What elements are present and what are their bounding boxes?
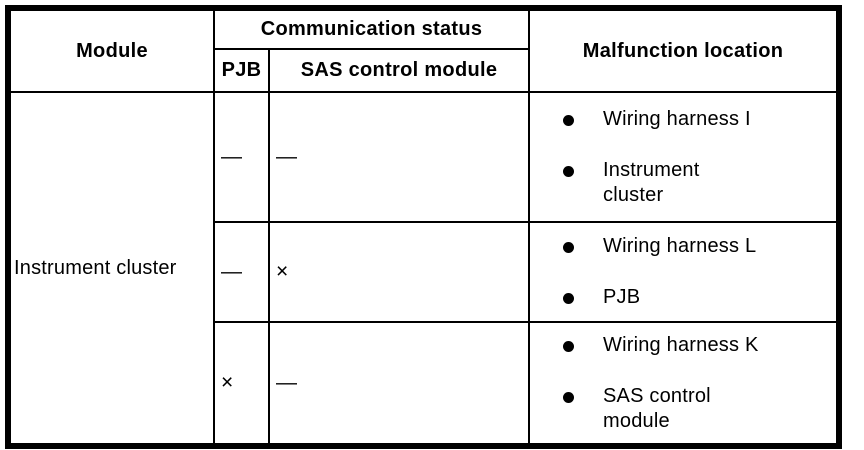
table-row: — × Wiring harness L PJB: [10, 221, 839, 323]
list-item: Instrument cluster: [531, 158, 832, 208]
bullet-icon: [563, 165, 575, 177]
header-malfunction-location: Malfunction location: [528, 9, 839, 93]
bullet-icon: [563, 340, 575, 352]
location-label: Wiring harness I: [603, 107, 751, 130]
bullet-icon: [563, 114, 575, 126]
sas-status-row1: —: [267, 91, 531, 223]
pjb-status-row3: ×: [213, 321, 270, 445]
sas-status-row3: —: [267, 321, 531, 445]
header-module: Module: [9, 9, 215, 93]
location-label: PJB: [603, 286, 641, 308]
diagnostic-table: Module Communication status Malfunction …: [5, 5, 843, 449]
location-list: Wiring harness L PJB: [531, 234, 832, 310]
bullet-icon: [563, 391, 575, 403]
header-communication-status: Communication status: [212, 9, 531, 50]
header-sas-control-module: SAS control module: [267, 48, 531, 93]
module-name-cell: Instrument cluster: [9, 91, 215, 445]
table-row: Instrument cluster — — Wiring harness I …: [9, 91, 839, 445]
header-row-1: Module Communication status Malfunction …: [9, 9, 839, 93]
malfunction-locations-row2: Wiring harness L PJB: [528, 221, 839, 323]
location-label: Wiring harness L: [603, 235, 757, 257]
location-label: Wiring harness K: [603, 333, 759, 356]
header-pjb: PJB: [213, 48, 270, 93]
location-label: SAS control module: [603, 384, 711, 432]
bullet-icon: [563, 293, 575, 304]
bullet-icon: [563, 242, 575, 253]
malfunction-locations-row3: Wiring harness K SAS control module: [528, 321, 839, 445]
pjb-status-row1: —: [213, 91, 270, 223]
pjb-status-row2: —: [213, 221, 270, 323]
communication-status-table: Module Communication status Malfunction …: [9, 9, 839, 445]
list-item: Wiring harness L: [531, 234, 832, 259]
list-item: Wiring harness I: [531, 107, 832, 132]
header-row-2: PJB SAS control module: [10, 48, 837, 93]
table-row: × — Wiring harness K SAS control module: [10, 321, 839, 445]
location-list: Wiring harness K SAS control module: [531, 333, 832, 434]
sas-status-row2: ×: [267, 221, 531, 323]
location-list: Wiring harness I Instrument cluster: [531, 107, 832, 208]
location-label: Instrument cluster: [603, 158, 700, 206]
list-item: Wiring harness K: [531, 333, 832, 358]
list-item: SAS control module: [531, 384, 832, 434]
list-item: PJB: [531, 285, 832, 310]
malfunction-locations-row1: Wiring harness I Instrument cluster: [528, 91, 839, 223]
